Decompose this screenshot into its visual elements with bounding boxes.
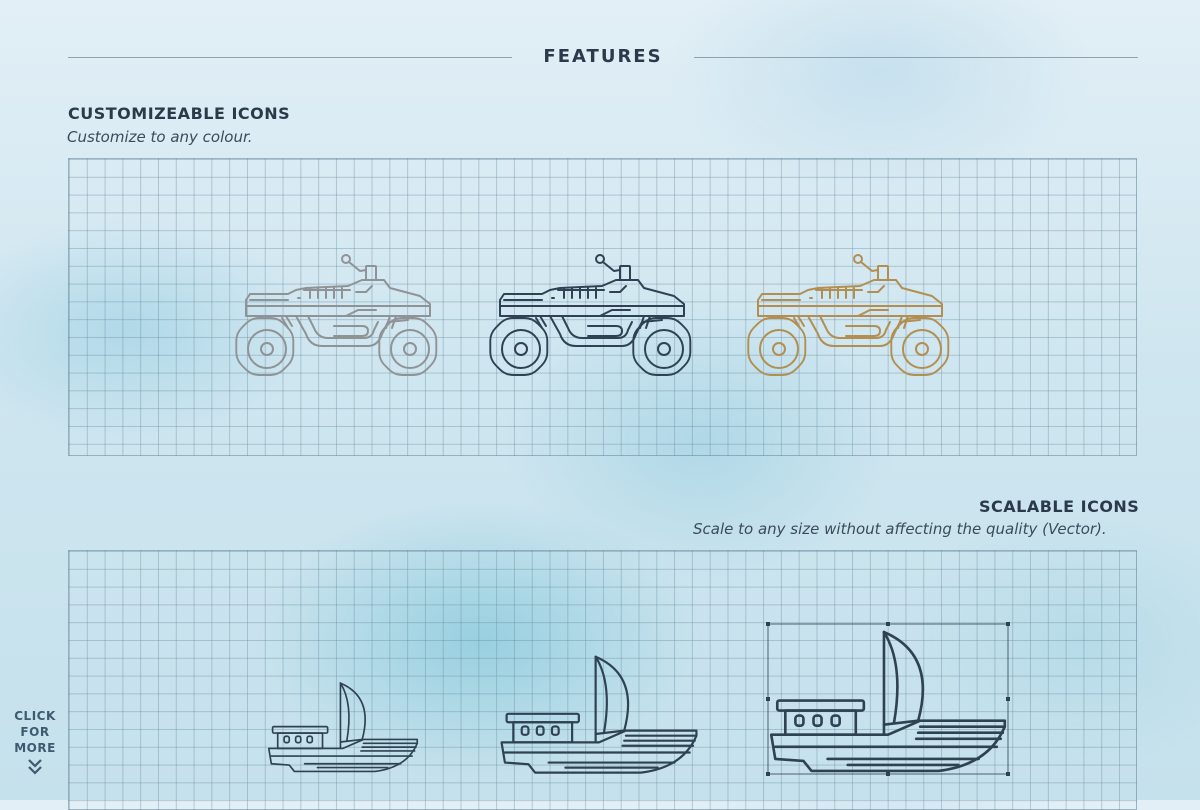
customizable-subtitle: Customize to any colour.	[67, 128, 253, 146]
selection-bounding-box	[766, 622, 1010, 776]
customizable-title: CUSTOMIZEABLE ICONS	[68, 104, 291, 123]
click-for-more-button[interactable]: CLICK FOR MORE	[6, 708, 64, 776]
boat-icon-small	[267, 682, 419, 773]
page-title: FEATURES	[543, 46, 663, 67]
atv-icon-dark	[489, 254, 692, 376]
scalable-title: SCALABLE ICONS	[979, 497, 1140, 516]
boat-icon-medium	[500, 655, 698, 774]
click-more-line1: CLICK	[14, 709, 56, 723]
click-more-line2: FOR	[20, 725, 50, 739]
atv-icon-gold	[747, 254, 950, 376]
atv-icon-gray	[235, 254, 438, 376]
selection-handles	[766, 622, 1010, 776]
header-divider-right	[694, 57, 1138, 58]
boat-icon-large-selected	[769, 630, 1007, 773]
header-divider-left	[68, 57, 512, 58]
scalable-subtitle: Scale to any size without affecting the …	[693, 520, 1107, 538]
section-header: FEATURES	[68, 40, 1138, 76]
double-chevron-down-icon	[28, 759, 42, 775]
click-more-line3: MORE	[14, 741, 56, 755]
